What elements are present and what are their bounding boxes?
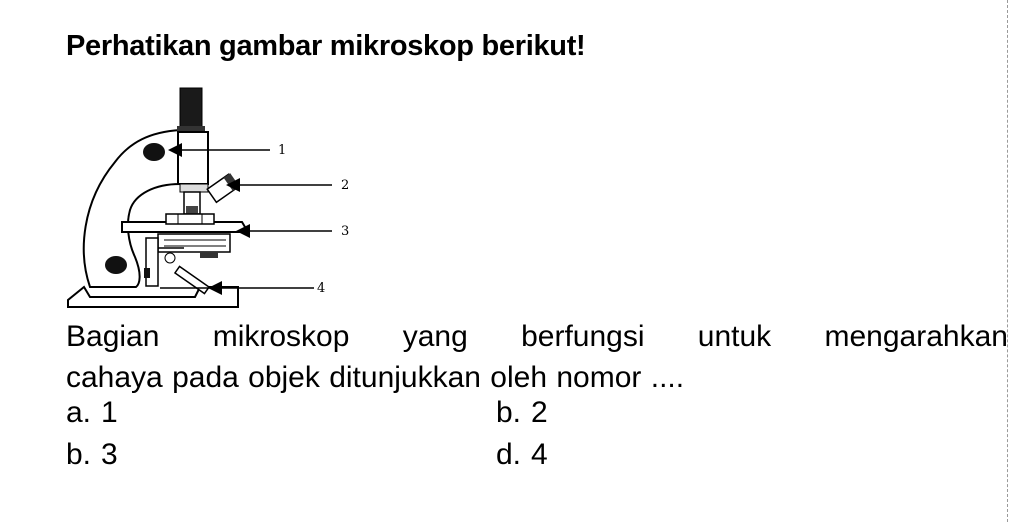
- body-tube: [177, 131, 209, 185]
- question-word: untuk: [697, 320, 772, 353]
- question-word: yang: [402, 320, 468, 353]
- coarse-adjustment-knob: [143, 143, 165, 161]
- callout-arrow-4: [208, 281, 314, 295]
- question-heading: Perhatikan gambar mikroskop berikut!: [66, 30, 586, 62]
- question-line-1: Bagian mikroskop yang berfungsi untuk me…: [66, 316, 1008, 357]
- option-value: 2: [531, 396, 548, 429]
- microscope-arm: [82, 128, 181, 288]
- option-key: b.: [496, 396, 522, 429]
- option-a[interactable]: a. 1: [66, 396, 118, 430]
- option-value: 3: [101, 438, 118, 471]
- callout-arrow-3: [236, 224, 332, 238]
- option-d[interactable]: d. 4: [496, 438, 548, 472]
- page-margin-line: [1007, 0, 1008, 522]
- question-word: berfungsi: [521, 320, 645, 353]
- question-line-2: cahaya pada objek ditunjukkan oleh nomor…: [66, 361, 685, 394]
- option-c[interactable]: b. 3: [66, 438, 118, 472]
- callout-label-2: 2: [341, 178, 349, 193]
- fine-adjustment-knob: [105, 256, 127, 274]
- eyepiece: [179, 87, 203, 133]
- callout-arrow-2: [226, 178, 332, 192]
- callout-label-3: 3: [341, 224, 349, 239]
- condenser: [157, 233, 231, 253]
- option-key: b.: [66, 438, 92, 471]
- option-value: 1: [101, 396, 118, 429]
- option-key: a.: [66, 396, 92, 429]
- question-word: mengarahkan: [824, 320, 1008, 353]
- question-text: Bagian mikroskop yang berfungsi untuk me…: [66, 316, 1008, 398]
- microscope-base: [67, 285, 239, 308]
- callout-label-1: 1: [278, 143, 286, 158]
- microscope-diagram: 1 2 3 4: [67, 87, 349, 308]
- question-word: Bagian: [66, 320, 160, 353]
- mirror: [173, 265, 211, 295]
- question-word: mikroskop: [212, 320, 350, 353]
- option-key: d.: [496, 438, 522, 471]
- option-value: 4: [531, 438, 548, 471]
- callout-label-4: 4: [317, 281, 325, 296]
- option-b[interactable]: b. 2: [496, 396, 548, 430]
- callout-arrow-1: [168, 143, 270, 157]
